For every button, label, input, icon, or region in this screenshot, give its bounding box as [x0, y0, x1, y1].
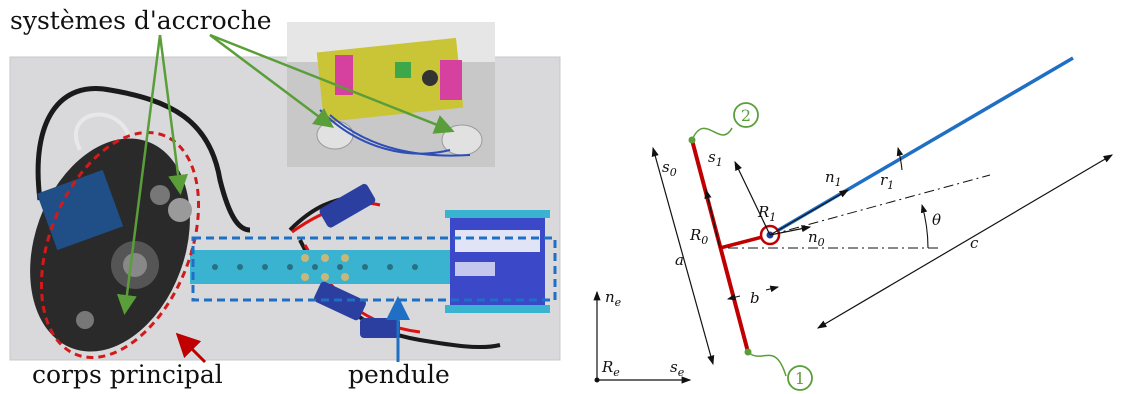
marker-2	[733, 102, 759, 128]
label-c: c	[970, 234, 979, 252]
vector-s1	[734, 160, 771, 236]
label-b: b	[750, 289, 760, 307]
cable	[35, 86, 251, 233]
label-attachment-systems: systèmes d'accroche	[10, 6, 272, 35]
label-pendulum: pendule	[348, 360, 450, 389]
dimension-a	[651, 146, 715, 366]
label-se: se	[670, 358, 685, 379]
label-n1: n1	[825, 168, 842, 189]
label-theta: θ	[932, 211, 941, 229]
label-R1: R1	[757, 203, 776, 224]
label-a: a	[675, 251, 684, 269]
pendulum	[190, 183, 550, 338]
dimension-c	[816, 154, 1114, 329]
angle-r1-arc	[896, 146, 904, 171]
schematic: 2 1 s0 s1 n1 n0 r1 θ c a b R0 R1 ne se R…	[593, 56, 1114, 391]
label-main-body: corps principal	[32, 360, 223, 389]
label-ne: ne	[605, 288, 622, 309]
vector-n0	[769, 225, 812, 236]
pendulum-outline	[191, 236, 557, 302]
inset-photo	[287, 22, 495, 167]
marker-1-label: 1	[795, 369, 805, 388]
label-s1: s1	[708, 148, 723, 169]
body-outline	[39, 130, 201, 360]
neutral-axis	[769, 174, 991, 236]
label-s0: s0	[662, 158, 677, 179]
robot-photo	[9, 22, 561, 364]
marker-1	[787, 365, 813, 391]
angle-theta-arc	[920, 203, 929, 249]
label-Re: Re	[601, 358, 620, 379]
vector-s0	[704, 188, 721, 249]
label-R0: R0	[689, 226, 708, 247]
vector-n1	[769, 189, 850, 236]
label-n0: n0	[808, 228, 825, 249]
marker-2-label: 2	[741, 106, 751, 125]
label-r1: r1	[880, 171, 894, 192]
